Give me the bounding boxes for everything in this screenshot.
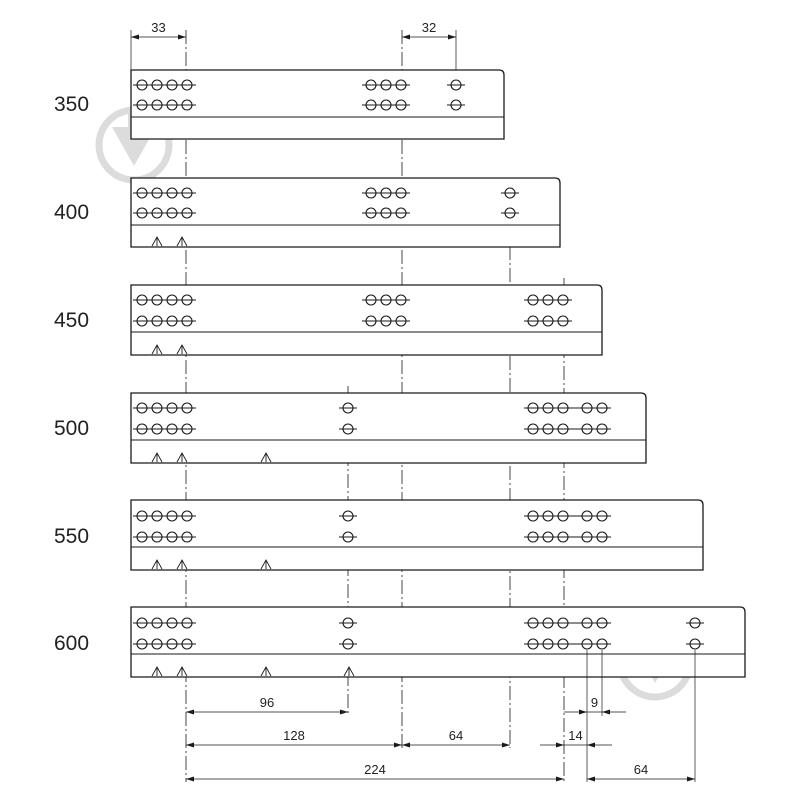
rail-body: [130, 606, 746, 678]
rail-600: 600: [54, 606, 746, 678]
dimension-96: 96: [186, 695, 348, 715]
dimension-label-64-middle: 64: [449, 728, 463, 743]
length-label-600: 600: [54, 632, 89, 655]
rail-body: [130, 392, 647, 464]
rail-350: 350: [54, 69, 505, 140]
rail-body: [130, 177, 561, 248]
rail-400: 400: [54, 177, 561, 248]
dimension-128: 128: [186, 728, 402, 748]
dimension-label-128: 128: [283, 728, 305, 743]
rail-body: [130, 69, 505, 140]
dimension-label-33: 33: [151, 20, 165, 35]
dimension-label-96: 96: [260, 695, 274, 710]
dimension-14: 14: [540, 728, 612, 748]
length-label-450: 450: [54, 309, 89, 332]
dimension-label-14: 14: [568, 728, 582, 743]
length-label-500: 500: [54, 417, 89, 440]
length-label-550: 550: [54, 525, 89, 548]
dimension-label-9: 9: [591, 695, 598, 710]
dimension-label-224: 224: [364, 762, 386, 777]
dimension-33: 33: [131, 20, 186, 40]
length-label-400: 400: [54, 201, 89, 224]
length-label-350: 350: [54, 93, 89, 116]
dimension-9: 9: [564, 695, 626, 715]
dimension-64-middle: 64: [402, 728, 510, 748]
rail-body: [130, 499, 704, 571]
dimension-224: 224: [186, 762, 564, 782]
dimension-label-64-right: 64: [634, 762, 648, 777]
rail-450: 450: [54, 284, 603, 356]
dimension-64-right: 64: [587, 762, 695, 782]
bottom-extension-lines: [586, 650, 696, 782]
dimension-32: 32: [402, 20, 456, 40]
rail-550: 550: [54, 499, 704, 571]
dimension-label-32: 32: [422, 20, 436, 35]
rail-500: 500: [54, 392, 647, 464]
